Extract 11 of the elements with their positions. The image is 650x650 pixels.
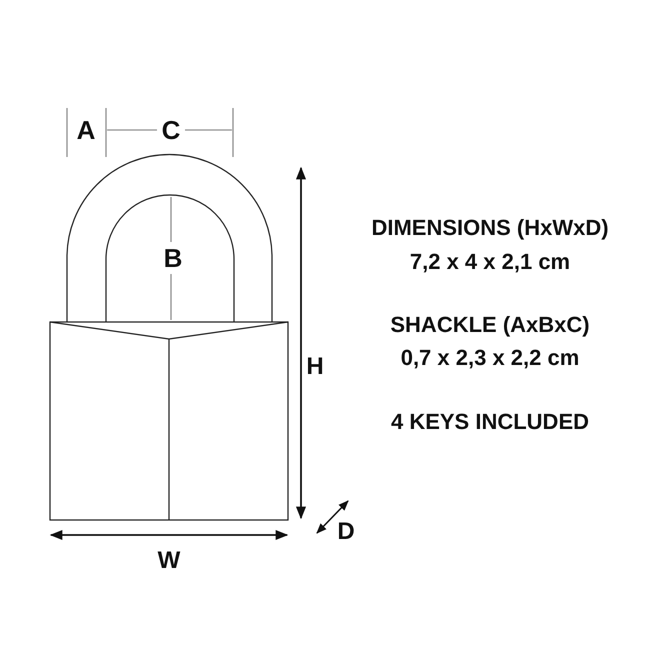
spec-value: 7,2 x 4 x 2,1 cm (410, 251, 570, 273)
dimension-letter: B (164, 245, 182, 271)
dimension-letter: D (337, 520, 355, 544)
dimension-letter: C (162, 117, 180, 143)
dimension-letter: W (158, 549, 180, 573)
spec-heading: DIMENSIONS (HxWxD) (371, 217, 609, 239)
dimension-letter: H (306, 355, 324, 379)
spec-heading: SHACKLE (AxBxC) (390, 314, 590, 336)
dimension-letter: A (76, 117, 96, 143)
spec-note: 4 KEYS INCLUDED (390, 411, 590, 433)
spec-value: 0,7 x 2,3 x 2,2 cm (400, 347, 580, 369)
